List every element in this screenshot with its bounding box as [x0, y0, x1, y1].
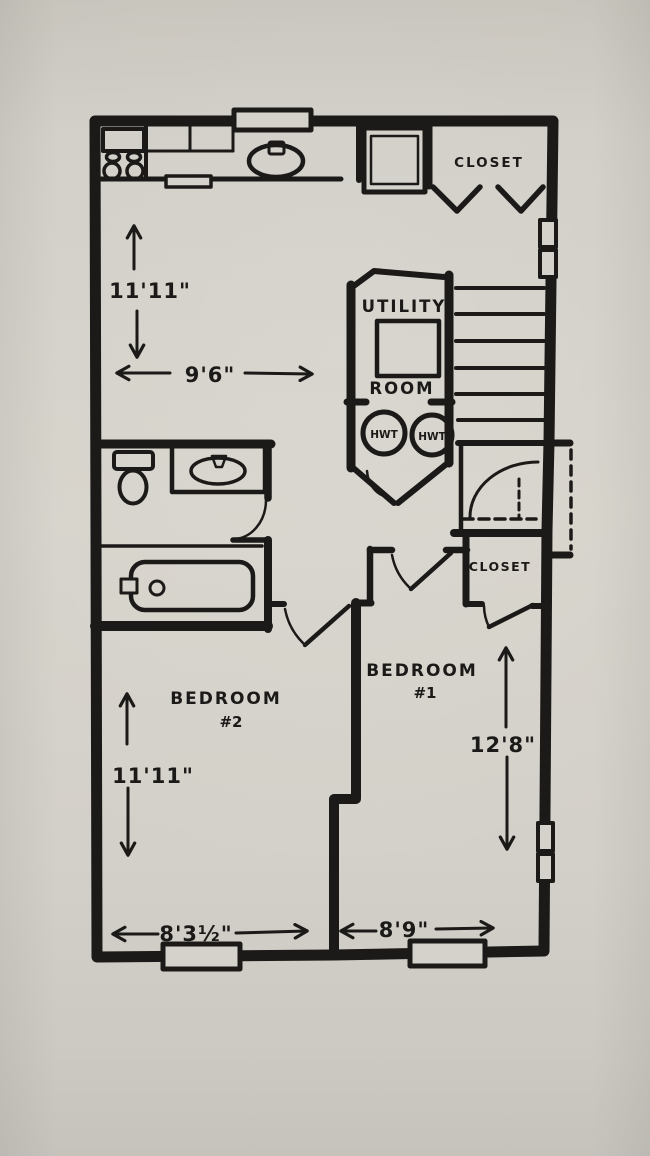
- utility-doorway: [348, 459, 452, 506]
- bedroom1-width-dim: 8'9": [379, 918, 430, 942]
- bedroom2-door: [265, 601, 352, 648]
- great-room-depth-dim: 11'11": [109, 279, 191, 303]
- water-heater-1-label: HWT: [370, 429, 398, 441]
- utility-room: [343, 268, 456, 473]
- bedroom2-depth-dim: 11'11": [112, 764, 194, 788]
- bedroom1-window: [407, 938, 488, 969]
- kitchen-sink: [246, 140, 306, 180]
- great-room-width-dim: 9'6": [185, 363, 236, 387]
- bedroom-divider-wall: [329, 598, 361, 957]
- top-closet: [425, 118, 546, 214]
- right-wall-window-upper: [538, 218, 558, 279]
- water-heater-tanks: [360, 409, 455, 458]
- bedroom2-label: BEDROOM: [170, 689, 282, 709]
- bedroom1-label: BEDROOM: [366, 661, 478, 681]
- dimension-arrows: [111, 224, 516, 943]
- hallway-walls: [351, 545, 471, 607]
- top-closet-label: CLOSET: [454, 155, 524, 171]
- bedroom2-width-dim: 8'3½": [159, 922, 232, 946]
- middle-closet: [450, 529, 550, 630]
- refrigerator: [361, 125, 428, 195]
- bedroom1-door: [390, 550, 454, 592]
- kitchen-window: [231, 107, 314, 133]
- dishwasher: [164, 174, 213, 189]
- stove: [101, 122, 148, 181]
- water-heater-2-label: HWT: [418, 431, 446, 443]
- entry-door: [458, 443, 540, 533]
- bedroom1-depth-dim: 12'8": [470, 733, 536, 757]
- entry-landing-dashed: [544, 439, 574, 559]
- toilet: [112, 450, 155, 506]
- bathroom-vanity-sink: [169, 441, 268, 495]
- exterior-walls: [89, 115, 559, 963]
- utility-room-label-2: ROOM: [369, 379, 434, 398]
- middle-closet-label: CLOSET: [469, 559, 531, 574]
- bedroom1-number: #1: [413, 684, 436, 702]
- bedroom2-window: [160, 941, 243, 972]
- stairs: [454, 286, 547, 446]
- utility-room-label-1: UTILITY: [362, 297, 447, 316]
- right-wall-window-lower: [536, 821, 555, 883]
- bathtub: [119, 559, 256, 613]
- bedroom2-number: #2: [219, 713, 242, 731]
